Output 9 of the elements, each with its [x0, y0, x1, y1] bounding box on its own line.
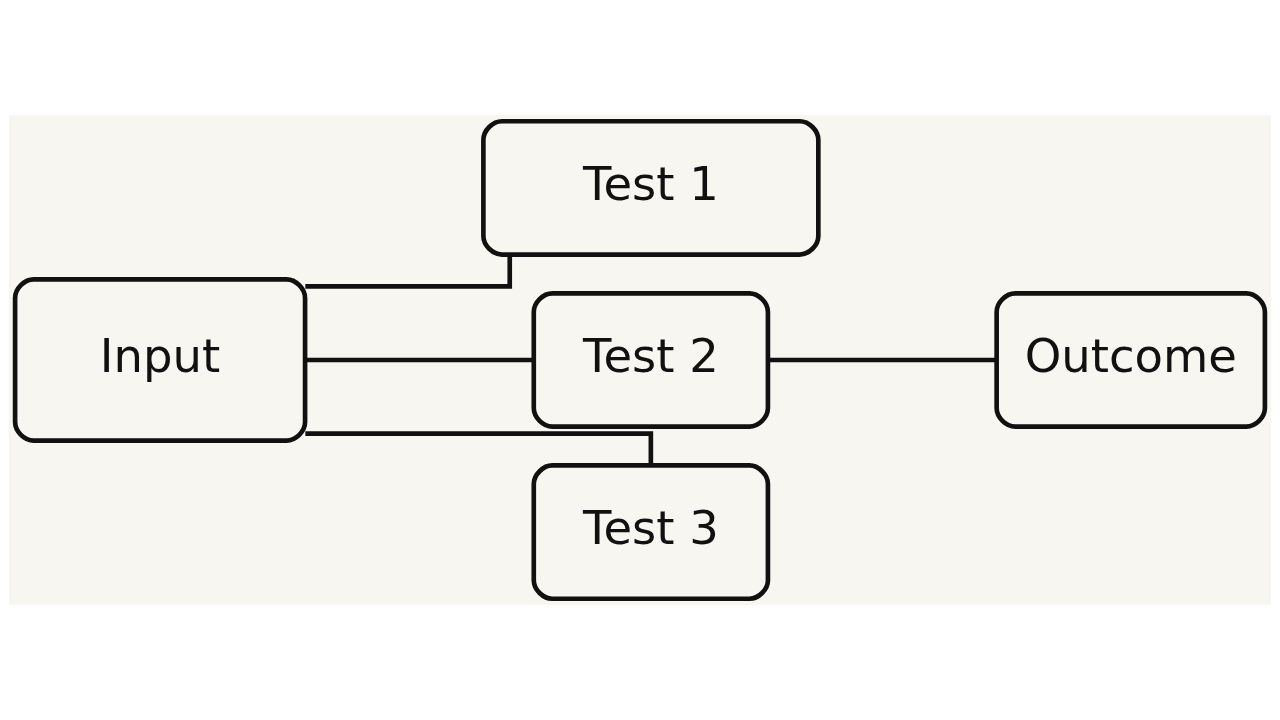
node-box: Input	[12, 277, 308, 443]
node-box: Test 1	[481, 118, 821, 257]
node-box: Test 2	[531, 291, 771, 429]
connector	[768, 357, 997, 363]
connector	[305, 254, 513, 289]
connector	[305, 357, 534, 363]
connector	[305, 431, 654, 466]
node-box: Outcome	[994, 291, 1268, 429]
node-box: Test 3	[531, 463, 771, 602]
